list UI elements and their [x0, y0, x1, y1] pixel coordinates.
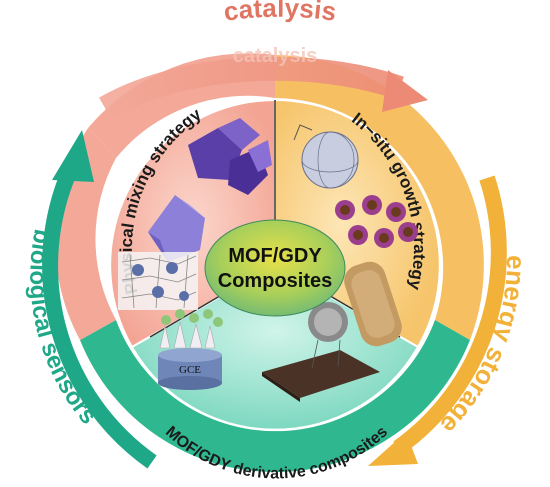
octahedral-crystals-illustration: [188, 118, 272, 195]
catalysis-arrow: [99, 56, 404, 119]
gdy-network-illustration: [118, 252, 198, 310]
catalysis-arrowhead: [382, 70, 428, 112]
catalysis-label: catalysis: [222, 0, 338, 27]
center-title-line2: Composites: [218, 270, 332, 292]
mof-framework-illustration: [335, 195, 418, 248]
center-ellipse: [204, 219, 346, 317]
divider-left: [149, 289, 231, 338]
catalysis-ghost-label: catalysis: [233, 45, 318, 67]
energy-storage-arrowhead: [368, 432, 418, 466]
gce-label: GCE: [179, 364, 201, 376]
outer-band-right-orange: [275, 55, 484, 340]
biological-sensors-arrow: [42, 166, 157, 469]
electrode-illustration: GCE: [158, 309, 223, 390]
energy-storage-arrow: [393, 175, 507, 455]
center-title-line1: MOF/GDY: [228, 245, 322, 267]
biological-sensors-arrowhead: [52, 130, 94, 182]
rod-nanostructure-illustration: [344, 261, 402, 347]
outer-band-bottom-green: [80, 320, 470, 473]
carbon-sheet-illustration: [262, 302, 380, 402]
cage-sphere-illustration: [293, 124, 359, 189]
